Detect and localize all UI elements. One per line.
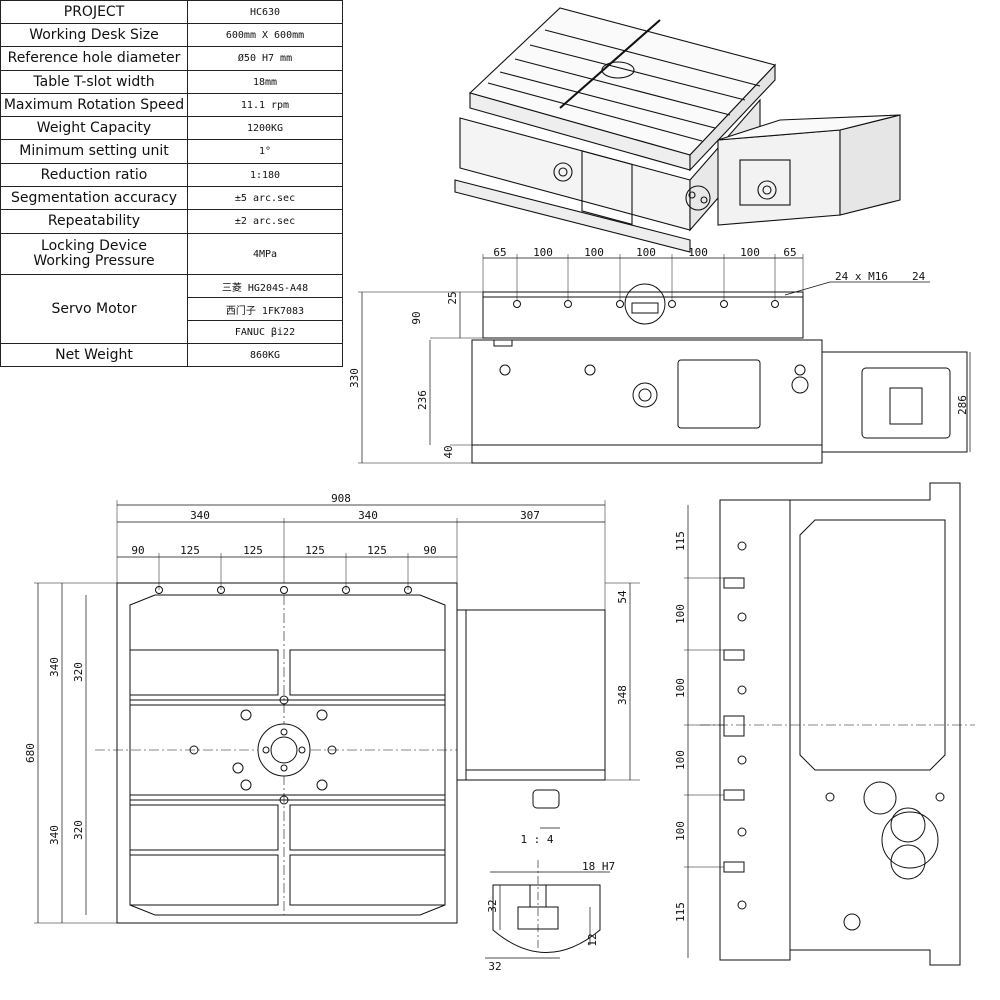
hole-note: 24 x M16 bbox=[835, 270, 888, 283]
dim-label: 115 bbox=[674, 531, 687, 551]
spec-label: Segmentation accuracy bbox=[0, 186, 188, 210]
spec-label: Reference hole diameter bbox=[0, 46, 188, 71]
dim-label: 100 bbox=[674, 821, 687, 841]
dim-label: 100 bbox=[688, 246, 708, 259]
dim-label: 340 bbox=[358, 509, 378, 522]
dim-label: 65 bbox=[783, 246, 796, 259]
spec-value: Ø50 H7 mm bbox=[187, 46, 343, 71]
dim-label: 12 bbox=[586, 933, 599, 946]
dim-label: 908 bbox=[331, 492, 351, 505]
dim-label: 54 bbox=[616, 590, 629, 604]
spec-label: Maximum Rotation Speed bbox=[0, 93, 188, 117]
dim-label: 100 bbox=[674, 750, 687, 770]
spec-label: Repeatability bbox=[0, 209, 188, 234]
dim-label: 18 H7 bbox=[582, 860, 615, 873]
project-label: PROJECT bbox=[0, 0, 188, 24]
side-view bbox=[684, 482, 975, 966]
dim-label: 100 bbox=[674, 678, 687, 698]
servo-option: FANUC βi22 bbox=[187, 320, 343, 344]
dim-label: 680 bbox=[24, 743, 37, 763]
project-value: HC630 bbox=[187, 0, 343, 24]
dim-label: 340 bbox=[48, 657, 61, 677]
servo-option: 西门子 1FK7083 bbox=[187, 297, 343, 321]
dim-label: 330 bbox=[348, 368, 361, 388]
dim-label: 90 bbox=[131, 544, 144, 557]
hole-depth: 24 bbox=[912, 270, 926, 283]
dim-label: 100 bbox=[674, 604, 687, 624]
dim-label: 307 bbox=[520, 509, 540, 522]
scale-label: 1 : 4 bbox=[520, 833, 553, 846]
tslot-detail bbox=[485, 860, 610, 959]
dim-label: 40 bbox=[442, 445, 455, 458]
dim-label: 100 bbox=[636, 246, 656, 259]
dim-label: 25 bbox=[446, 291, 459, 304]
isometric-view bbox=[454, 7, 901, 253]
dim-label: 115 bbox=[674, 902, 687, 922]
spec-label: Weight Capacity bbox=[0, 116, 188, 140]
locking-label-line1: Locking Device bbox=[41, 238, 147, 254]
dim-label: 340 bbox=[190, 509, 210, 522]
dim-label: 32 bbox=[488, 960, 501, 973]
dim-label: 340 bbox=[48, 825, 61, 845]
dim-label: 100 bbox=[584, 246, 604, 259]
dim-label: 100 bbox=[740, 246, 760, 259]
dim-label: 32 bbox=[486, 899, 499, 912]
dim-label: 125 bbox=[180, 544, 200, 557]
dim-label: 320 bbox=[72, 662, 85, 682]
dim-label: 125 bbox=[305, 544, 325, 557]
spec-value: 1° bbox=[187, 139, 343, 164]
spec-label: Table T-slot width bbox=[0, 70, 188, 94]
spec-label: Reduction ratio bbox=[0, 163, 188, 187]
net-weight-value: 860KG bbox=[187, 343, 343, 367]
dim-label: 286 bbox=[956, 395, 969, 415]
top-view bbox=[34, 500, 640, 924]
dim-label: 100 bbox=[533, 246, 553, 259]
net-weight-label: Net Weight bbox=[0, 343, 188, 367]
dim-label: 90 bbox=[423, 544, 436, 557]
locking-label-line2: Working Pressure bbox=[33, 253, 155, 269]
dim-label: 65 bbox=[493, 246, 506, 259]
dim-label: 236 bbox=[416, 390, 429, 410]
dim-label: 348 bbox=[616, 685, 629, 705]
dim-label: 90 bbox=[410, 311, 423, 324]
front-view bbox=[358, 254, 971, 464]
dim-label: 125 bbox=[367, 544, 387, 557]
spec-value: 1:180 bbox=[187, 163, 343, 187]
dim-label: 320 bbox=[72, 820, 85, 840]
dim-label: 125 bbox=[243, 544, 263, 557]
